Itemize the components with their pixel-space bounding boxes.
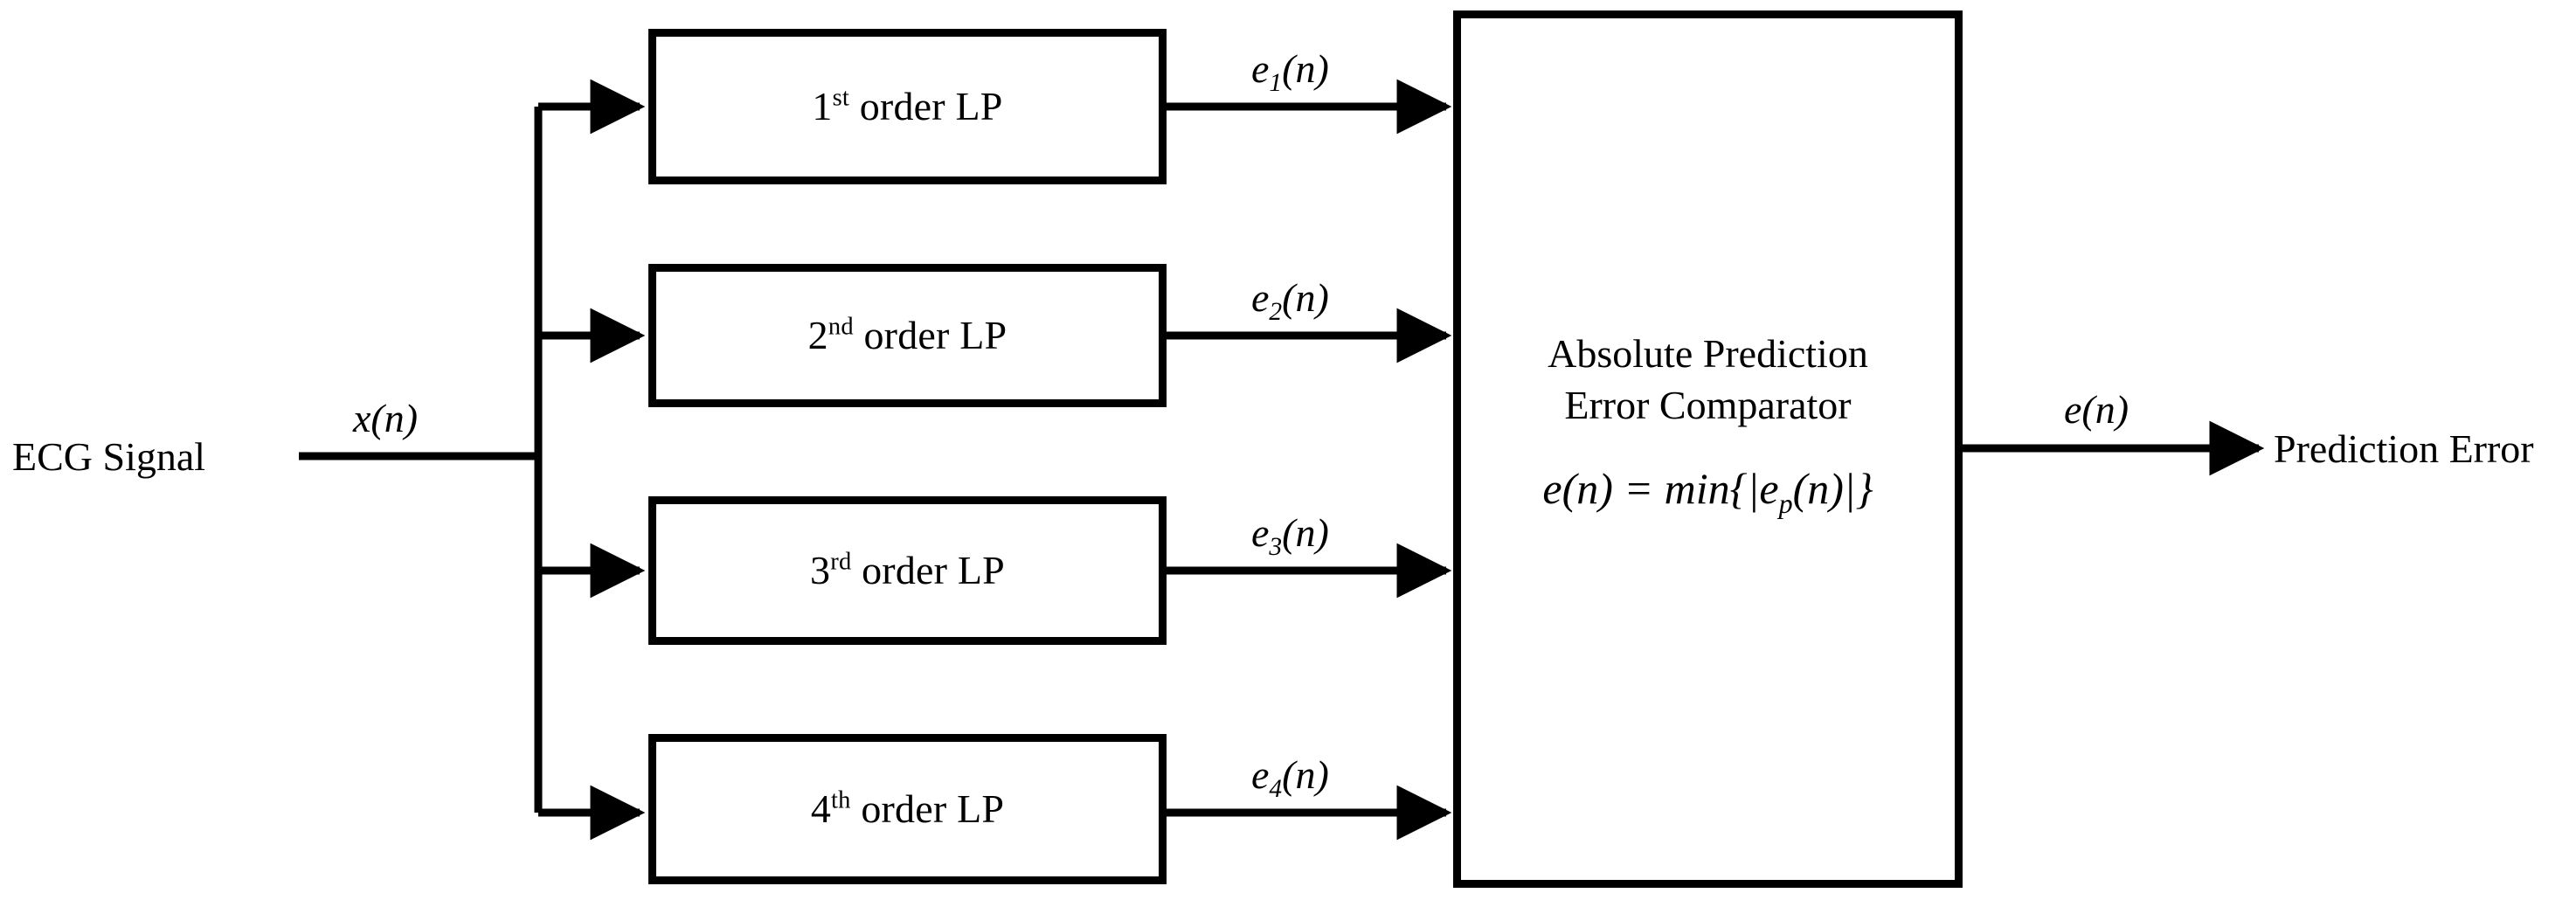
- error-signal-var-4: e: [1251, 752, 1270, 797]
- lp-filter-label-4: 4th order LP: [810, 786, 1005, 831]
- error-signal-label-e4: e4(n): [1251, 752, 1329, 802]
- comparator-formula-subscript: p: [1778, 487, 1793, 519]
- lp-filter-label-2: 2nd order LP: [808, 315, 1008, 356]
- lp-order-number-3: 3: [810, 548, 831, 592]
- lp-order-rest-2: order LP: [853, 313, 1008, 357]
- error-signal-sub-2: 2: [1269, 298, 1283, 327]
- lp-order-rest-4: order LP: [850, 786, 1005, 831]
- error-signal-arg-3: (n): [1282, 510, 1329, 555]
- error-signal-sub-4: 4: [1269, 775, 1283, 804]
- error-signal-sub-3: 3: [1269, 533, 1283, 562]
- lp-order-suffix-1: st: [832, 84, 850, 112]
- lp-order-number-4: 4: [810, 786, 832, 831]
- error-signal-var-2: e: [1251, 275, 1270, 320]
- output-signal-arg: (n): [2081, 387, 2129, 432]
- output-signal-var: e: [2064, 387, 2082, 432]
- lp-filter-box-3[interactable]: 3rd order LP: [648, 496, 1167, 645]
- lp-filter-box-4[interactable]: 4th order LP: [648, 734, 1167, 884]
- prediction-error-destination-label: Prediction Error: [2274, 426, 2534, 471]
- ecg-signal-source-label: ECG Signal: [12, 434, 206, 479]
- lp-order-rest-1: order LP: [849, 84, 1003, 128]
- error-signal-arg-1: (n): [1282, 46, 1329, 91]
- comparator-content: Absolute Prediction Error Comparator e(n…: [1461, 329, 1955, 517]
- lp-order-rest-3: order LP: [851, 548, 1005, 592]
- input-signal-label-x-of-n: x(n): [353, 398, 418, 439]
- error-signal-label-e3: e3(n): [1251, 510, 1329, 560]
- lp-order-suffix-4: th: [831, 786, 851, 814]
- lp-order-suffix-3: rd: [830, 548, 852, 576]
- comparator-formula: e(n) = min{|ep(n)|}: [1461, 463, 1955, 517]
- error-signal-label-e2: e2(n): [1251, 275, 1329, 325]
- lp-order-number-1: 1: [812, 84, 833, 128]
- absolute-prediction-error-comparator-box[interactable]: Absolute Prediction Error Comparator e(n…: [1453, 10, 1963, 888]
- error-signal-var-3: e: [1251, 510, 1270, 555]
- lp-order-suffix-2: nd: [828, 313, 854, 341]
- lp-filter-box-1[interactable]: 1st order LP: [648, 29, 1167, 184]
- input-signal-var: x: [353, 396, 371, 440]
- error-signal-var-1: e: [1251, 46, 1270, 91]
- output-signal-label-e-of-n: e(n): [2064, 390, 2129, 430]
- comparator-formula-rhs: (n)|}: [1792, 463, 1873, 513]
- error-signal-label-e1: e1(n): [1251, 46, 1329, 96]
- lp-filter-label-3: 3rd order LP: [810, 550, 1005, 591]
- comparator-formula-lhs: e(n) = min{|e: [1542, 463, 1779, 513]
- error-signal-arg-2: (n): [1282, 275, 1329, 320]
- lp-filter-label-1: 1st order LP: [812, 84, 1003, 128]
- comparator-title: Absolute Prediction Error Comparator: [1548, 331, 1868, 427]
- lp-filter-box-2[interactable]: 2nd order LP: [648, 264, 1167, 407]
- error-signal-sub-1: 1: [1269, 69, 1283, 98]
- lp-order-number-2: 2: [807, 313, 828, 357]
- input-signal-arg: (n): [370, 396, 419, 440]
- error-signal-arg-4: (n): [1282, 752, 1329, 797]
